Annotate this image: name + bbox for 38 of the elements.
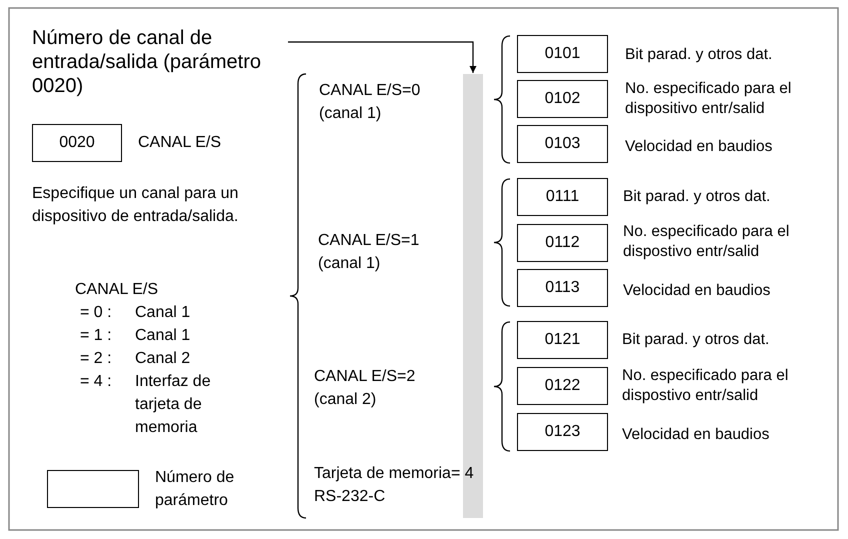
channel-label: Tarjeta de memoria= 4 RS-232-C — [314, 464, 475, 507]
option-value: = 2 : — [80, 349, 112, 369]
parameter-number-box: 0123 — [517, 413, 608, 451]
parameter-description: Bit parad. y otros dat. — [623, 187, 772, 207]
parameter-number-box: 0102 — [517, 80, 608, 118]
parameter-description: Velocidad en baudios — [625, 137, 774, 157]
option-value: = 4 : — [80, 372, 112, 392]
option-value: = 1 : — [80, 326, 112, 346]
option-text: Canal 1 — [135, 326, 190, 346]
parameter-description: No. especificado para el dispostivo entr/salid — [622, 366, 790, 406]
channel-label: CANAL E/S=0 (canal 1) — [319, 81, 422, 124]
parameter-number-box: 0121 — [517, 321, 608, 359]
legend-text: Número de parámetro — [155, 468, 236, 511]
parameter-description: Velocidad en baudios — [622, 425, 770, 445]
channel-bar — [463, 74, 483, 518]
parameter-number-box: 0113 — [517, 269, 608, 307]
parameter-number-box: 0122 — [517, 367, 608, 405]
option-text: Canal 2 — [135, 349, 190, 369]
channel-label: CANAL E/S=2 (canal 2) — [314, 367, 416, 410]
parameter-description: CANAL E/S — [138, 133, 222, 153]
list-heading: CANAL E/S — [75, 280, 158, 300]
parameter-number-box: 0101 — [517, 35, 608, 73]
option-value: = 0 : — [80, 303, 112, 323]
heading-text: Número de canal de entrada/salida (parámetro 0020) — [32, 26, 268, 98]
parameter-description: Bit parad. y otros dat. — [622, 330, 770, 350]
parameter-description: No. especificado para el dispostivo entr/salid — [623, 222, 790, 262]
option-text: Canal 1 — [135, 303, 190, 323]
parameter-description: Velocidad en baudios — [623, 281, 772, 301]
option-text: Interfaz de tarjeta de memoria — [135, 372, 212, 438]
channel-label: CANAL E/S=1 (canal 1) — [318, 231, 420, 274]
parameter-number-box: 0103 — [517, 125, 608, 163]
parameter-description: No. especificado para el dispositivo entr/salid — [625, 79, 792, 119]
parameter-number-box: 0111 — [517, 178, 608, 216]
arrow — [288, 41, 476, 73]
parameter-number-box: 0020 — [32, 124, 122, 162]
parameter-number-box: 0112 — [517, 224, 608, 262]
parameter-description: Bit parad. y otros dat. — [625, 45, 774, 65]
description-text: Especifique un canal para un dispositivo de entrada/salida. — [32, 184, 240, 227]
